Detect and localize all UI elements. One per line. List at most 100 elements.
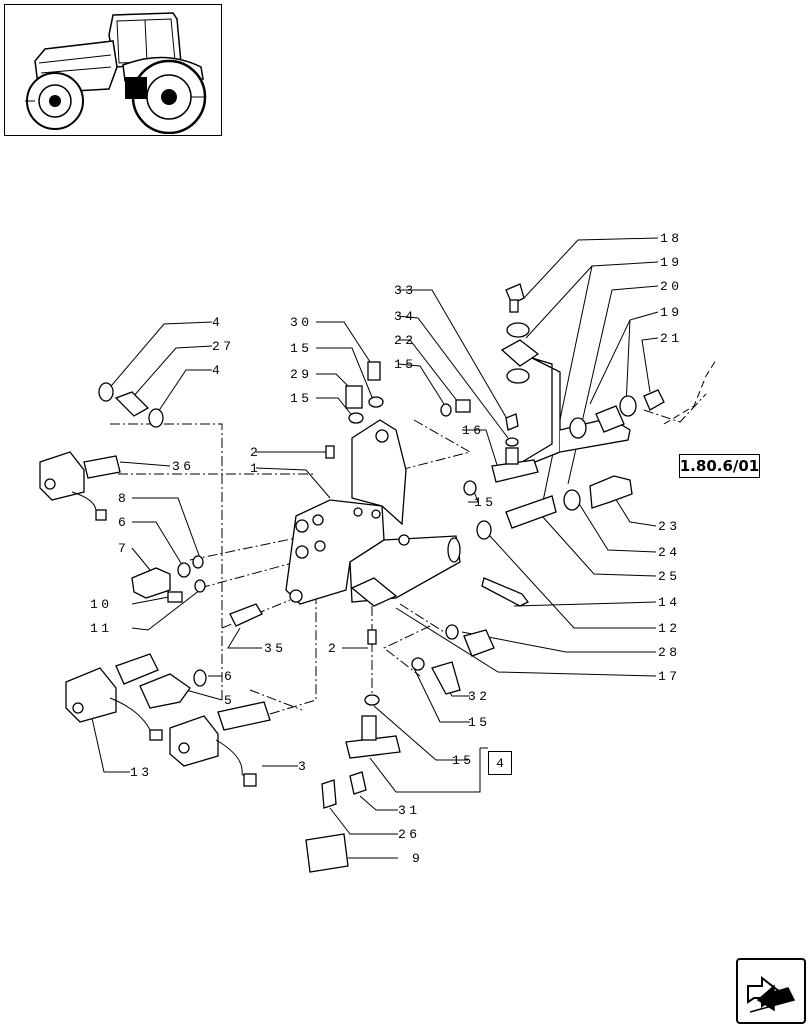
callout-6b: 6	[224, 669, 235, 684]
callout-31: 31	[398, 803, 421, 818]
callout-13: 13	[130, 765, 153, 780]
part-15-seal-b	[348, 412, 364, 424]
part-19-washer	[506, 322, 530, 338]
callout-17: 17	[658, 669, 681, 684]
part-15-seal-top	[368, 396, 384, 408]
callout-19a: 19	[660, 255, 683, 270]
valve-body	[285, 419, 461, 607]
leader-lines	[91, 237, 659, 859]
part-9-connector	[305, 833, 349, 873]
callout-36: 36	[172, 459, 195, 474]
part-12-pin	[481, 577, 529, 607]
part-25-spring	[505, 495, 557, 529]
callout-21: 21	[660, 331, 683, 346]
callout-34: 34	[394, 309, 417, 324]
callout-18: 18	[660, 231, 683, 246]
callout-6a: 6	[118, 515, 129, 530]
callout-15b: 15	[290, 341, 313, 356]
part-31-clip	[349, 771, 367, 795]
callout-15e: 15	[468, 715, 491, 730]
callout-14: 14	[658, 595, 681, 610]
callout-9: 9	[412, 851, 423, 866]
callout-15d: 15	[474, 495, 497, 510]
exploded-parts-diagram: 18 19 20 19 21 33 34 22 15 30 15 29 15 4…	[39, 231, 717, 873]
callout-labels: 18 19 20 19 21 33 34 22 15 30 15 29 15 4…	[90, 231, 683, 866]
callout-1: 1	[250, 461, 261, 476]
part-23-bolt	[589, 475, 633, 509]
callout-23: 23	[658, 519, 681, 534]
part-14-washer	[476, 520, 492, 540]
part-34-washer	[505, 437, 519, 447]
part-15-ring-elbow	[411, 657, 425, 671]
part-15-seal	[440, 403, 452, 417]
part-32-elbow	[431, 661, 461, 695]
part-11-ring	[194, 579, 206, 593]
callout-29: 29	[290, 367, 313, 382]
callout-33: 33	[394, 283, 417, 298]
callout-15c: 15	[290, 391, 313, 406]
part-26-clip	[321, 779, 337, 809]
callout-4a: 4	[212, 315, 223, 330]
callout-26: 26	[398, 827, 421, 842]
callout-22: 22	[394, 333, 417, 348]
part-19-washer-lower	[506, 368, 530, 384]
callout-7: 7	[118, 541, 129, 556]
part-19-washer-far	[619, 395, 637, 417]
part-7-plug	[131, 567, 171, 599]
part-22-plug	[455, 399, 471, 413]
part-3-solenoid	[169, 701, 271, 787]
callout-19b: 19	[660, 305, 683, 320]
callout-35: 35	[264, 641, 287, 656]
callout-5: 5	[224, 693, 235, 708]
part-16-tee	[491, 459, 539, 483]
callout-16: 16	[462, 423, 485, 438]
part-28-seal	[445, 624, 459, 640]
next-page-button[interactable]	[736, 958, 806, 1024]
group-marker-box: 4	[488, 751, 512, 775]
callout-11: 11	[90, 621, 113, 636]
part-13-solenoid	[65, 653, 163, 741]
callout-15a: 15	[394, 357, 417, 372]
part-33-nipple	[505, 413, 519, 431]
part-30-fitting	[367, 361, 381, 381]
reference-link-box[interactable]: 1.80.6/01	[679, 454, 760, 478]
part-2-plug	[325, 445, 335, 459]
callout-20: 20	[660, 279, 683, 294]
callout-27: 27	[212, 339, 235, 354]
callout-2a: 2	[250, 445, 261, 460]
part-27-sleeve	[114, 391, 150, 417]
callout-4b: 4	[212, 363, 223, 378]
callout-30: 30	[290, 315, 313, 330]
part-15-ring-near-tee	[463, 480, 477, 496]
tractor-icon	[25, 12, 207, 135]
part-29-fitting	[345, 385, 363, 409]
part-10-screw	[167, 591, 183, 603]
part-16-tee-branch	[505, 447, 519, 465]
callout-3: 3	[298, 759, 309, 774]
part-19-banjo	[500, 339, 540, 367]
part-6-ring	[177, 562, 191, 578]
callout-32: 32	[468, 689, 491, 704]
next-page-arrow-icon	[747, 975, 796, 1013]
part-21-bolt	[643, 389, 665, 411]
reference-pipe-outline	[663, 359, 717, 425]
part-8-ring	[192, 555, 204, 569]
part-4-ring-b	[148, 408, 164, 428]
part-18-bolt	[505, 283, 525, 313]
part-35-pin	[229, 603, 263, 627]
part-19-banjo-right	[595, 405, 625, 433]
part-2-plug-lower	[367, 629, 377, 645]
callout-24: 24	[658, 545, 681, 560]
part-4-ring	[98, 382, 114, 402]
callout-12: 12	[658, 621, 681, 636]
callout-8: 8	[118, 491, 129, 506]
callout-15f: 15	[452, 753, 475, 768]
part-19-washer-right	[569, 417, 587, 439]
part-5-plug	[139, 673, 191, 709]
tee-fitting-stem	[361, 715, 377, 741]
callout-2b: 2	[328, 641, 339, 656]
callout-10: 10	[90, 597, 113, 612]
part-6-ring-lower	[193, 669, 207, 687]
part-24-washer	[563, 489, 581, 511]
tee-fitting	[345, 735, 401, 759]
